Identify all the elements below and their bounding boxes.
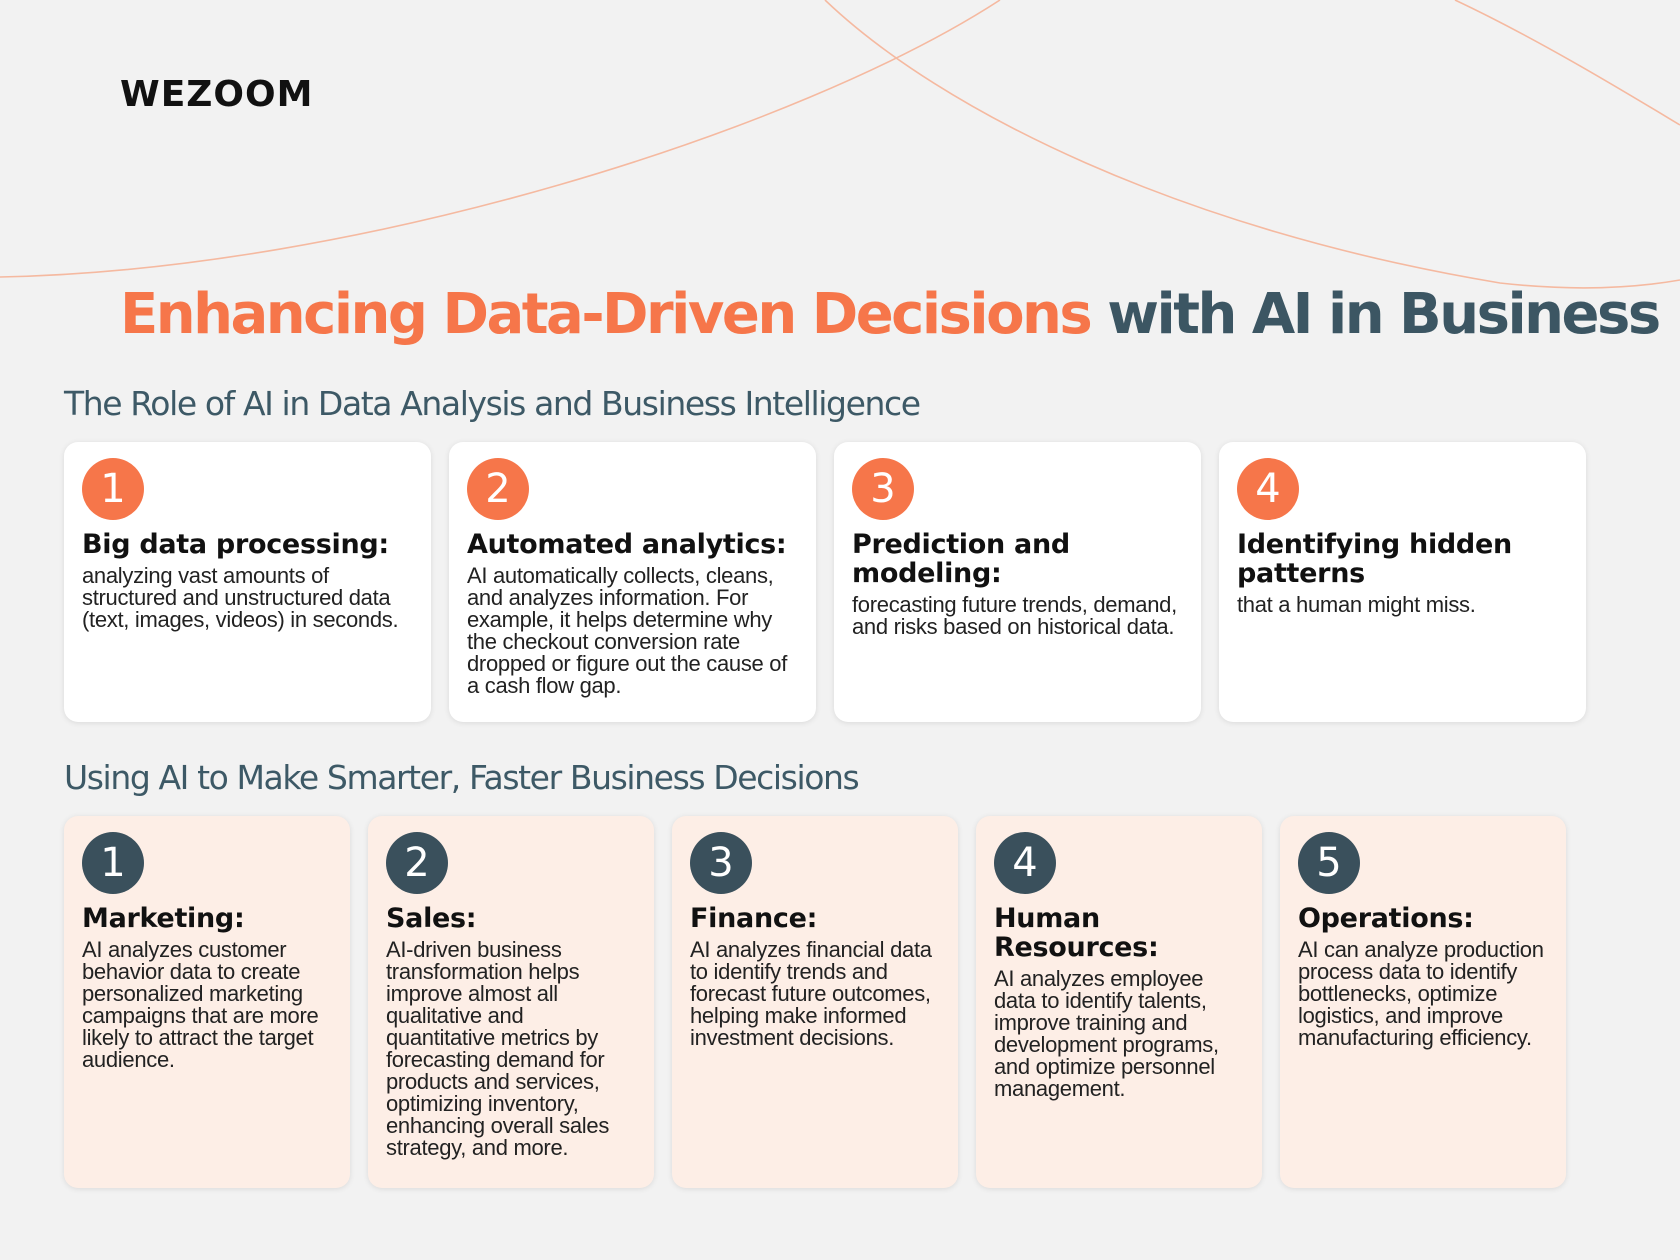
section2-heading: Using AI to Make Smarter, Faster Busines… [64,758,860,797]
card-body: analyzing vast amounts of structured and… [82,563,399,632]
card-body: AI analyzes financial data to identify t… [690,937,932,1050]
number-badge: 2 [467,458,529,520]
card-body: AI-driven business transformation helps … [386,937,610,1160]
card-title: Human Resources: [994,903,1159,963]
number-badge: 1 [82,458,144,520]
number-badge: 2 [386,832,448,894]
number-badge: 3 [690,832,752,894]
number-badge: 3 [852,458,914,520]
card-body: AI analyzes customer behavior data to cr… [82,937,319,1072]
card-body: AI analyzes employee data to identify ta… [994,966,1219,1101]
card-body: AI automatically collects, cleans, and a… [467,563,788,698]
card-title: Finance: [690,903,818,934]
card-title: Identifying hidden patterns [1237,529,1512,589]
number-badge: 1 [82,832,144,894]
card-title: Prediction and modeling: [852,529,1070,589]
decision-card-marketing: 1 Marketing: AI analyzes customer behavi… [64,816,350,1188]
number-badge: 4 [1237,458,1299,520]
page-title: Enhancing Data-Driven Decisions with AI … [120,282,1661,347]
card-title: Big data processing: [82,529,389,560]
decision-card-finance: 3 Finance: AI analyzes financial data to… [672,816,958,1188]
role-card-2: 2 Automated analytics: AI automatically … [449,442,816,722]
role-card-1: 1 Big data processing: analyzing vast am… [64,442,431,722]
decision-card-operations: 5 Operations: AI can analyze production … [1280,816,1566,1188]
decision-card-sales: 2 Sales: AI-driven business transformati… [368,816,654,1188]
card-body: forecasting future trends, demand, and r… [852,592,1177,639]
number-badge: 4 [994,832,1056,894]
title-accent: Enhancing Data-Driven Decisions [120,282,1093,347]
title-rest: with AI in Business [1107,282,1661,347]
card-title: Marketing: [82,903,245,934]
card-title: Automated analytics: [467,529,787,560]
card-body: AI can analyze production process data t… [1298,937,1544,1050]
card-body: that a human might miss. [1237,592,1476,617]
decision-card-hr: 4 Human Resources: AI analyzes employee … [976,816,1262,1188]
card-title: Sales: [386,903,477,934]
logo-text: WEZOOM [120,74,313,112]
section1-heading: The Role of AI in Data Analysis and Busi… [64,384,921,423]
card-title: Operations: [1298,903,1474,934]
number-badge: 5 [1298,832,1360,894]
role-card-4: 4 Identifying hidden patterns that a hum… [1219,442,1586,722]
role-card-3: 3 Prediction and modeling: forecasting f… [834,442,1201,722]
wezom-logo: WEZOOM [120,74,313,112]
